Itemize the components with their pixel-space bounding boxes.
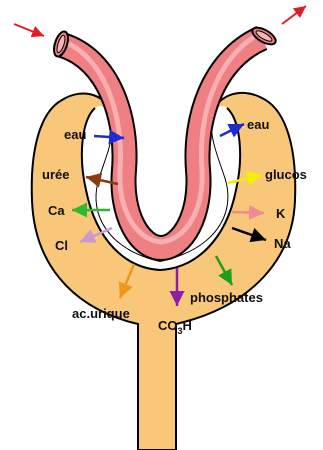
flow-out-arrow — [282, 6, 306, 24]
label-eau-left: eau — [64, 127, 86, 142]
label-ac-urique: ac.urique — [72, 306, 130, 321]
label-eau-right: eau — [247, 117, 269, 132]
label-na: Na — [274, 236, 291, 251]
capsule-body — [32, 93, 295, 450]
label-k: K — [276, 206, 286, 221]
label-glucose: glucos — [265, 167, 307, 182]
label-uree: urée — [42, 167, 69, 182]
label-ca: Ca — [48, 203, 65, 218]
label-co3h-base: CO — [158, 318, 178, 333]
flow-in-arrow — [14, 24, 44, 36]
label-co3h-tail: H — [183, 318, 192, 333]
label-phosphates: phosphates — [190, 290, 263, 305]
k-arrow — [232, 212, 264, 213]
label-cl: Cl — [55, 238, 68, 253]
